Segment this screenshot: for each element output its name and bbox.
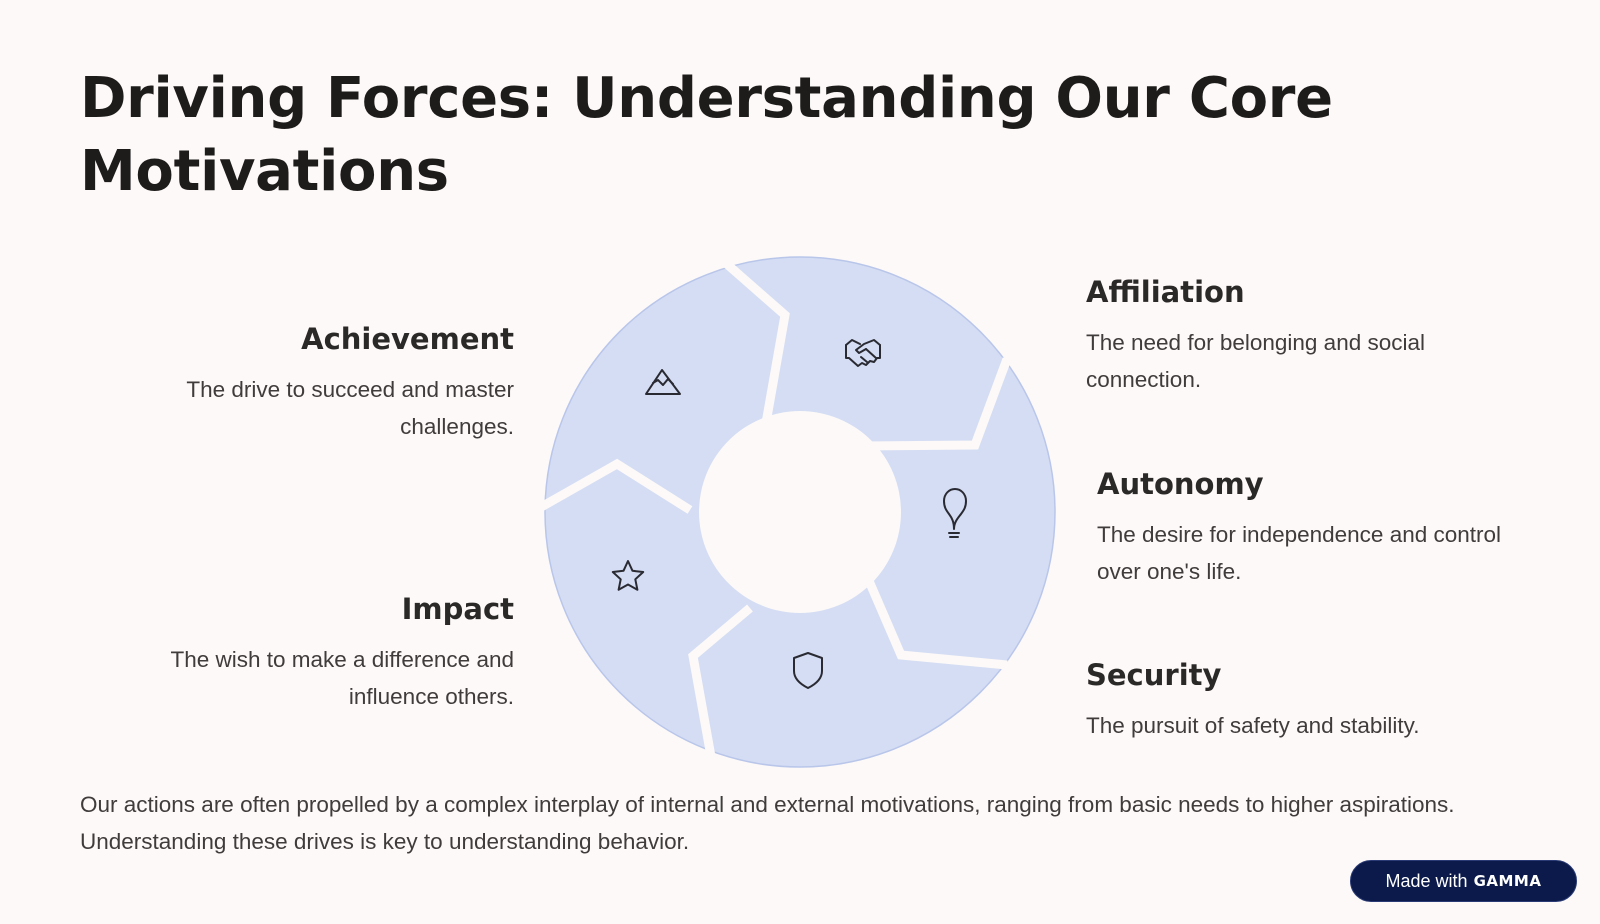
footer-summary: Our actions are often propelled by a com… — [80, 792, 1455, 854]
affiliation-description: The need for belonging and social connec… — [1086, 330, 1425, 392]
affiliation-heading: Affiliation — [1086, 275, 1245, 309]
badge-prefix: Made with — [1385, 870, 1468, 891]
made-with-gamma-badge[interactable]: Made with GAMMA — [1350, 860, 1577, 902]
mountain-icon — [645, 369, 681, 395]
achievement-heading: Achievement — [301, 322, 514, 356]
autonomy-heading: Autonomy — [1097, 467, 1264, 501]
motivation-cycle-diagram — [544, 256, 1056, 768]
achievement-block: Achievement The drive to succeed and mas… — [94, 320, 514, 445]
achievement-description: The drive to succeed and master challeng… — [186, 377, 514, 439]
cycle-ring — [544, 256, 1056, 768]
autonomy-description: The desire for independence and control … — [1097, 522, 1502, 584]
star-icon — [611, 560, 645, 591]
security-heading: Security — [1086, 658, 1222, 692]
page-title: Driving Forces: Understanding Our Core M… — [80, 66, 1333, 204]
affiliation-block: Affiliation The need for belonging and s… — [1086, 273, 1526, 398]
impact-heading: Impact — [401, 592, 514, 626]
shield-icon — [793, 652, 823, 689]
impact-description: The wish to make a difference and influe… — [170, 647, 514, 709]
impact-block: Impact The wish to make a difference and… — [94, 590, 514, 715]
lightbulb-icon — [943, 488, 967, 538]
autonomy-block: Autonomy The desire for independence and… — [1097, 465, 1537, 590]
security-block: Security The pursuit of safety and stabi… — [1086, 656, 1526, 745]
handshake-icon — [845, 339, 881, 367]
gamma-logo: GAMMA — [1473, 872, 1542, 890]
security-description: The pursuit of safety and stability. — [1086, 713, 1420, 738]
